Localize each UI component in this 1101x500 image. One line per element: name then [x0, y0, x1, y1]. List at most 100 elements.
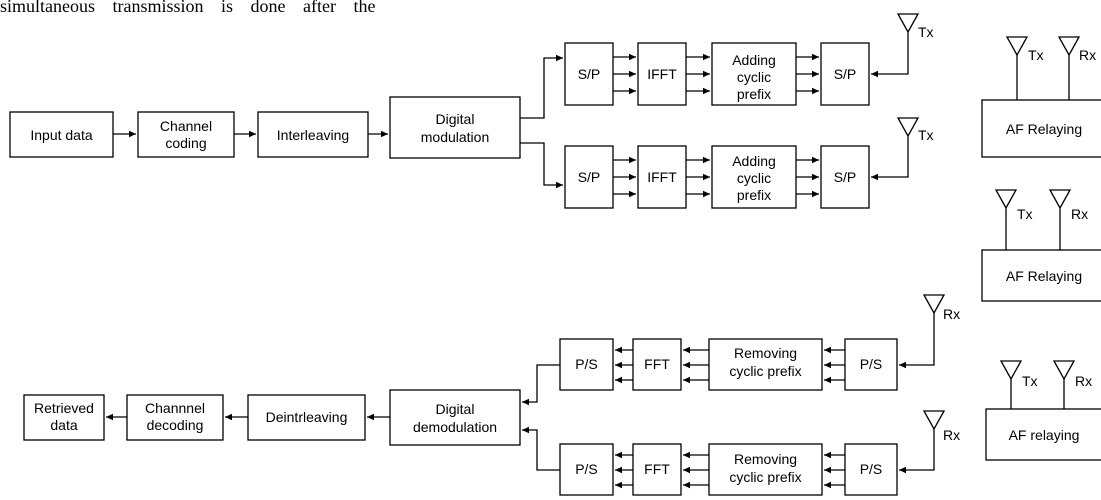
antenna-icon	[896, 117, 920, 138]
antenna-icon	[1052, 360, 1076, 381]
wire-tx-antenna-2	[871, 136, 909, 181]
sp-out-box-1	[820, 42, 870, 106]
af-relay-box-2	[981, 249, 1101, 302]
ps-label-2: P/S	[575, 461, 598, 477]
digital-modulation-label-1: Digital	[436, 111, 475, 127]
af-relay-label-3: AF relaying	[1009, 427, 1080, 443]
ifft-box-1	[637, 42, 687, 106]
relay-2-rx-label: Rx	[1071, 206, 1088, 222]
ps-box-1	[559, 338, 614, 391]
sp-out-label-2: S/P	[834, 169, 857, 185]
tx-branch-1: S/P IFFT Adding cyclic prefix S/P Tx	[564, 13, 934, 106]
wire-tx-antenna-1	[871, 32, 909, 78]
adding-cp-box-1	[711, 42, 797, 106]
retrieved-data-box	[23, 394, 105, 441]
af-relay-box-3	[985, 408, 1101, 461]
rx-antenna-label-2: Rx	[943, 427, 960, 443]
relay-3-rx-label: Rx	[1075, 373, 1092, 389]
adding-cp-label-2a: Adding	[732, 153, 776, 169]
antenna-icon	[1048, 189, 1072, 210]
relay-2-tx-label: Tx	[1017, 206, 1033, 222]
tx-branch-2: S/P IFFT Adding cyclic prefix S/P Tx	[564, 117, 934, 209]
ps-label-1: P/S	[575, 356, 598, 372]
channel-decoding-label-2: decoding	[147, 417, 204, 433]
input-data-label: Input data	[30, 127, 92, 143]
channel-decoding-box	[126, 394, 224, 441]
sp-label-1: S/P	[578, 66, 601, 82]
af-relay-1: AF Relaying Tx Rx	[981, 36, 1101, 158]
receiver-chain: P/S FFT Removing cyclic prefix P/S Rx P/…	[23, 294, 960, 496]
ps-in-label-2: P/S	[860, 461, 883, 477]
adding-cp-label-1a: Adding	[732, 52, 776, 68]
removing-cp-label-1b: cyclic prefix	[729, 363, 801, 379]
af-relay-box-1	[981, 99, 1101, 158]
digital-modulation-label-2: modulation	[421, 129, 490, 145]
removing-cp-label-1a: Removing	[734, 345, 797, 361]
channel-coding-label-2: coding	[165, 135, 206, 151]
arrow-modulation-to-branch2	[520, 142, 563, 189]
rx-antenna-label-1: Rx	[943, 306, 960, 322]
channel-coding-label-1: Channel	[160, 118, 212, 134]
antenna-icon	[1005, 36, 1029, 57]
relay-1-tx-label: Tx	[1028, 47, 1044, 63]
retrieved-data-label-1: Retrieved	[34, 400, 94, 416]
interleaving-label: Interleaving	[277, 127, 349, 143]
ps-in-label-1: P/S	[860, 356, 883, 372]
ifft-label-2: IFFT	[647, 169, 677, 185]
arrow-branch1-to-demodulation	[522, 364, 560, 406]
af-relay-label-1: AF Relaying	[1006, 121, 1082, 137]
digital-demodulation-label-1: Digital	[436, 401, 475, 417]
af-relay-label-2: AF Relaying	[1006, 268, 1082, 284]
fft-box-2	[632, 443, 682, 496]
sp-box-1	[564, 42, 614, 106]
ifft-box-2	[637, 145, 687, 209]
tx-antenna-label-1: Tx	[918, 24, 934, 40]
rx-branch-2: P/S FFT Removing cyclic prefix P/S Rx	[559, 410, 960, 496]
antenna-icon	[896, 13, 920, 34]
antenna-icon	[999, 360, 1023, 381]
rx-branch-1: P/S FFT Removing cyclic prefix P/S Rx	[559, 294, 960, 391]
arrow-branch2-to-demodulation	[522, 426, 560, 471]
antenna-icon	[1057, 36, 1081, 57]
channel-coding-box	[137, 111, 235, 158]
ps-in-box-1	[844, 338, 898, 391]
af-relay-2: AF Relaying Tx Rx	[981, 189, 1101, 302]
digital-demodulation-label-2: demodulation	[413, 419, 497, 435]
adding-cp-label-2b: cyclic	[737, 170, 771, 186]
digital-demodulation-box	[389, 389, 521, 446]
retrieved-data-label-2: data	[50, 417, 77, 433]
ifft-label-1: IFFT	[647, 66, 677, 82]
adding-cp-label-2c: prefix	[737, 187, 771, 203]
arrow-modulation-to-branch1	[520, 54, 563, 119]
removing-cp-box-1	[708, 338, 823, 391]
sp-label-2: S/P	[578, 169, 601, 185]
wire-rx-antenna-2	[899, 429, 935, 474]
sp-out-box-2	[820, 145, 870, 209]
antenna-icon	[994, 189, 1018, 210]
transmitter-chain: Input data Channel coding Interleaving D…	[9, 13, 934, 209]
tx-antenna-label-2: Tx	[918, 127, 934, 143]
snippet-text: simultaneous transmission is done after …	[0, 0, 520, 22]
removing-cp-label-2b: cyclic prefix	[729, 469, 801, 485]
antenna-icon	[922, 294, 946, 315]
adding-cp-label-1c: prefix	[737, 86, 771, 102]
ps-in-box-2	[844, 443, 898, 496]
ps-box-2	[559, 443, 614, 496]
af-relay-3: AF relaying Tx Rx	[985, 360, 1101, 461]
fft-label-2: FFT	[644, 461, 670, 477]
digital-modulation-box	[389, 96, 521, 159]
channel-decoding-label-1: Channnel	[145, 400, 205, 416]
adding-cp-label-1b: cyclic	[737, 69, 771, 85]
deinterleaving-label: Deintrleaving	[266, 409, 348, 425]
snippet-line: simultaneous transmission is done after …	[0, 0, 376, 16]
sp-out-label-1: S/P	[834, 66, 857, 82]
removing-cp-label-2a: Removing	[734, 451, 797, 467]
fft-label-1: FFT	[644, 356, 670, 372]
deinterleaving-box	[247, 394, 366, 441]
antenna-icon	[922, 410, 946, 431]
removing-cp-box-2	[708, 443, 823, 496]
wire-rx-antenna-1	[899, 313, 935, 369]
relay-1-rx-label: Rx	[1079, 47, 1096, 63]
relay-3-tx-label: Tx	[1022, 373, 1038, 389]
